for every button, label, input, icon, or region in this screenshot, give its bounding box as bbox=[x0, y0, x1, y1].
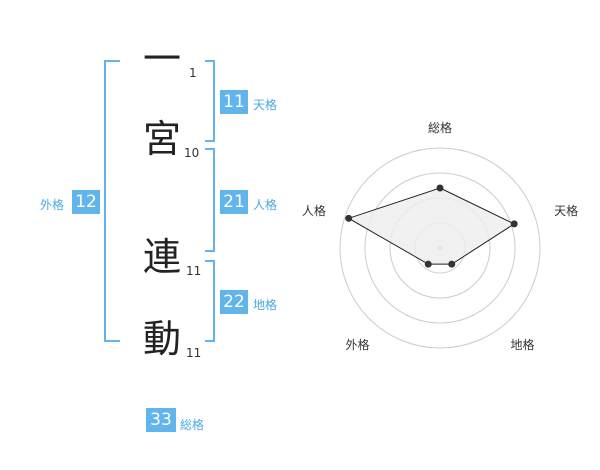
radar-axis-label-0: 総格 bbox=[428, 120, 452, 135]
jinkaku-label: 人格 bbox=[253, 198, 278, 212]
radar-point-3 bbox=[424, 260, 432, 268]
name-char-2: 宮 bbox=[143, 117, 182, 161]
name-char-4: 動 bbox=[143, 317, 182, 361]
jinkaku-value: 21 bbox=[220, 190, 248, 214]
stroke-count-1: 1 bbox=[189, 66, 197, 80]
chikaku-bracket bbox=[205, 260, 215, 342]
jinkaku-bracket bbox=[205, 148, 215, 252]
radar-ring-3 bbox=[364, 172, 516, 324]
stroke-count-3: 11 bbox=[186, 264, 202, 278]
radar-axis-label-2: 地格 bbox=[511, 337, 535, 352]
radar-point-4 bbox=[345, 214, 353, 222]
radar-point-2 bbox=[448, 260, 456, 268]
soukaku-value: 33 bbox=[146, 408, 176, 432]
chikaku-value: 22 bbox=[220, 290, 248, 314]
gaikaku-bracket bbox=[104, 60, 120, 342]
soukaku-label: 総格 bbox=[180, 418, 205, 432]
tenkaku-value: 11 bbox=[220, 90, 248, 114]
radar-point-1 bbox=[510, 220, 518, 228]
radar-data-polygon bbox=[347, 187, 516, 265]
stroke-count-2: 10 bbox=[184, 146, 200, 160]
stroke-count-4: 11 bbox=[186, 346, 202, 360]
gaikaku-value: 12 bbox=[72, 190, 100, 214]
chikaku-label: 地格 bbox=[253, 298, 278, 312]
tenkaku-bracket bbox=[205, 60, 215, 142]
radar-axis-label-1: 天格 bbox=[554, 203, 578, 218]
radar-points bbox=[345, 184, 518, 268]
radar-point-0 bbox=[436, 184, 444, 192]
radar-grid bbox=[339, 147, 541, 349]
radar-axis-label-4: 人格 bbox=[302, 203, 326, 218]
radar-ring-4 bbox=[339, 147, 541, 349]
name-char-1: 一 bbox=[143, 37, 182, 81]
tenkaku-label: 天格 bbox=[253, 98, 278, 112]
gaikaku-label: 外格 bbox=[40, 198, 65, 212]
radar-axis-label-3: 外格 bbox=[345, 337, 369, 352]
name-char-3: 連 bbox=[143, 235, 182, 279]
